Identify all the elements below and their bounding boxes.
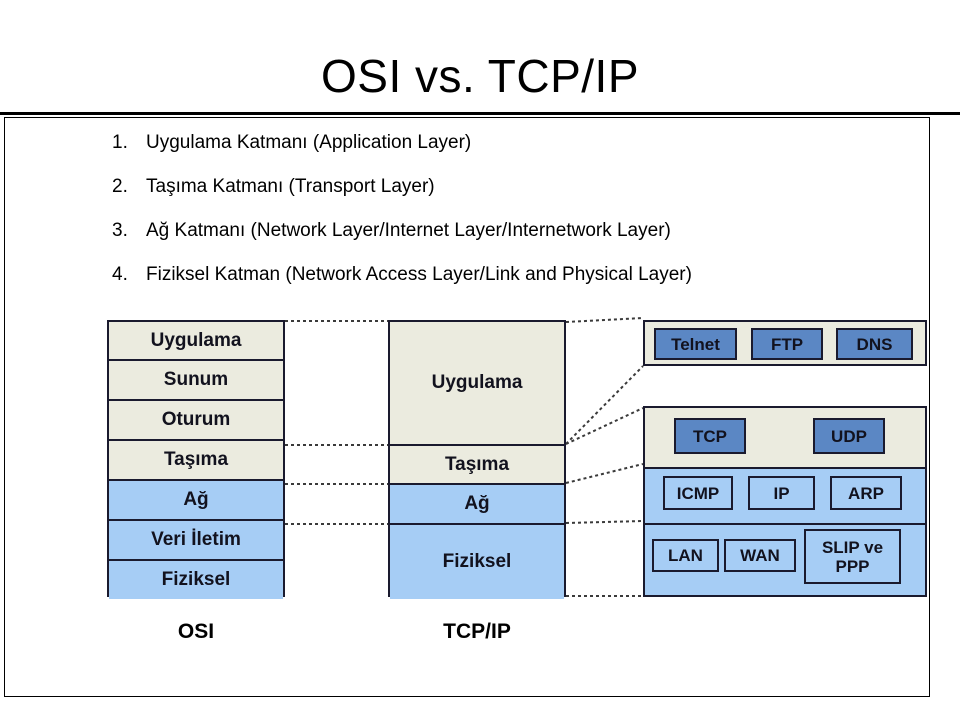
list-item-label: Taşıma Katmanı (Transport Layer) — [146, 176, 435, 197]
tcpip-layer-uygulama: Uygulama — [390, 322, 564, 446]
protocol-wan: WAN — [724, 539, 796, 572]
protocol-slip-ppp: SLIP ve PPP — [804, 529, 901, 584]
list-item-label: Fiziksel Katman (Network Access Layer/Li… — [146, 264, 692, 285]
protocol-arp: ARP — [830, 476, 902, 510]
application-protocol-panel: Telnet FTP DNS — [643, 320, 927, 366]
protocol-lan: LAN — [652, 539, 719, 572]
protocol-telnet: Telnet — [654, 328, 737, 360]
protocol-tcp: TCP — [674, 418, 746, 454]
transport-band: TCP UDP — [645, 408, 925, 467]
osi-layer-ag: Ağ — [109, 481, 283, 521]
tcpip-layer-tasima: Taşıma — [390, 446, 564, 485]
list-item-number: 4. — [112, 264, 128, 285]
osi-layer-oturum: Oturum — [109, 401, 283, 441]
list-item-number: 3. — [112, 220, 128, 241]
osi-stack: Uygulama Sunum Oturum Taşıma Ağ Veri İle… — [107, 320, 285, 599]
tcpip-layer-ag: Ağ — [390, 485, 564, 525]
osi-layer-uygulama: Uygulama — [109, 322, 283, 361]
tcpip-caption: TCP/IP — [443, 620, 511, 643]
page-title: OSI vs. TCP/IP — [321, 50, 639, 102]
list-item: 4. Fiziksel Katman (Network Access Layer… — [112, 263, 912, 307]
osi-layer-fiziksel: Fiziksel — [109, 561, 283, 599]
lower-protocol-panel: TCP UDP ICMP IP ARP LAN WAN SLIP ve PPP — [643, 406, 927, 597]
list-item: 1. Uygulama Katmanı (Application Layer) — [112, 131, 912, 175]
layer-list: 1. Uygulama Katmanı (Application Layer) … — [112, 131, 912, 307]
protocol-dns: DNS — [836, 328, 913, 360]
list-item: 2. Taşıma Katmanı (Transport Layer) — [112, 175, 912, 219]
osi-caption: OSI — [177, 620, 215, 643]
list-item: 3. Ağ Katmanı (Network Layer/Internet La… — [112, 219, 912, 263]
link-band: LAN WAN SLIP ve PPP — [645, 523, 925, 595]
protocol-udp: UDP — [813, 418, 885, 454]
list-item-label: Uygulama Katmanı (Application Layer) — [146, 132, 472, 153]
internet-band: ICMP IP ARP — [645, 467, 925, 523]
tcpip-stack: Uygulama Taşıma Ağ Fiziksel — [388, 320, 566, 599]
protocol-ftp: FTP — [751, 328, 823, 360]
list-item-label: Ağ Katmanı (Network Layer/Internet Layer… — [146, 220, 671, 241]
protocol-icmp: ICMP — [663, 476, 733, 510]
list-item-number: 1. — [112, 132, 128, 153]
tcpip-layer-fiziksel: Fiziksel — [390, 525, 564, 599]
osi-layer-tasima: Taşıma — [109, 441, 283, 481]
list-item-number: 2. — [112, 176, 128, 197]
osi-layer-veri-iletim: Veri İletim — [109, 521, 283, 561]
content-frame — [4, 117, 930, 697]
title-divider — [0, 112, 960, 115]
osi-layer-sunum: Sunum — [109, 361, 283, 401]
protocol-ip: IP — [748, 476, 815, 510]
